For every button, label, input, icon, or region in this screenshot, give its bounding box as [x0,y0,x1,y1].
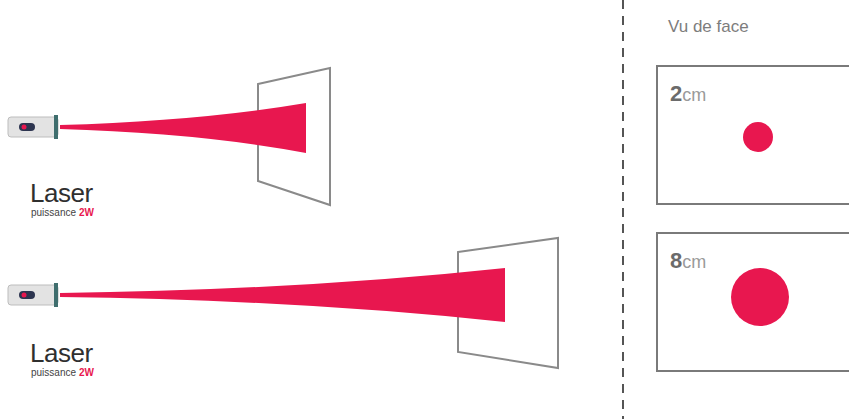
size-unit: cm [682,252,706,273]
size-unit: cm [682,85,706,106]
laser-device [8,283,58,307]
size-label: 2cm [658,67,849,107]
laser-device [8,115,58,139]
separator-line [622,0,624,419]
power-caption: puissance [31,368,76,378]
size-number: 2 [670,81,682,107]
power-caption: puissance [31,208,76,218]
power-value: 2W [79,368,94,378]
device-name: Laser [30,340,93,366]
laser-beam [60,268,505,322]
size-label: 8cm [658,234,849,274]
laser-spot [731,268,789,326]
laser-beam [60,103,306,153]
size-number: 8 [670,248,682,274]
view-heading: Vu de face [668,18,749,35]
laser-spot [743,122,773,152]
front-view-frame: 2cm [656,65,849,205]
device-name: Laser [30,180,93,206]
front-view-frame: 8cm [656,232,849,372]
power-value: 2W [79,208,94,218]
